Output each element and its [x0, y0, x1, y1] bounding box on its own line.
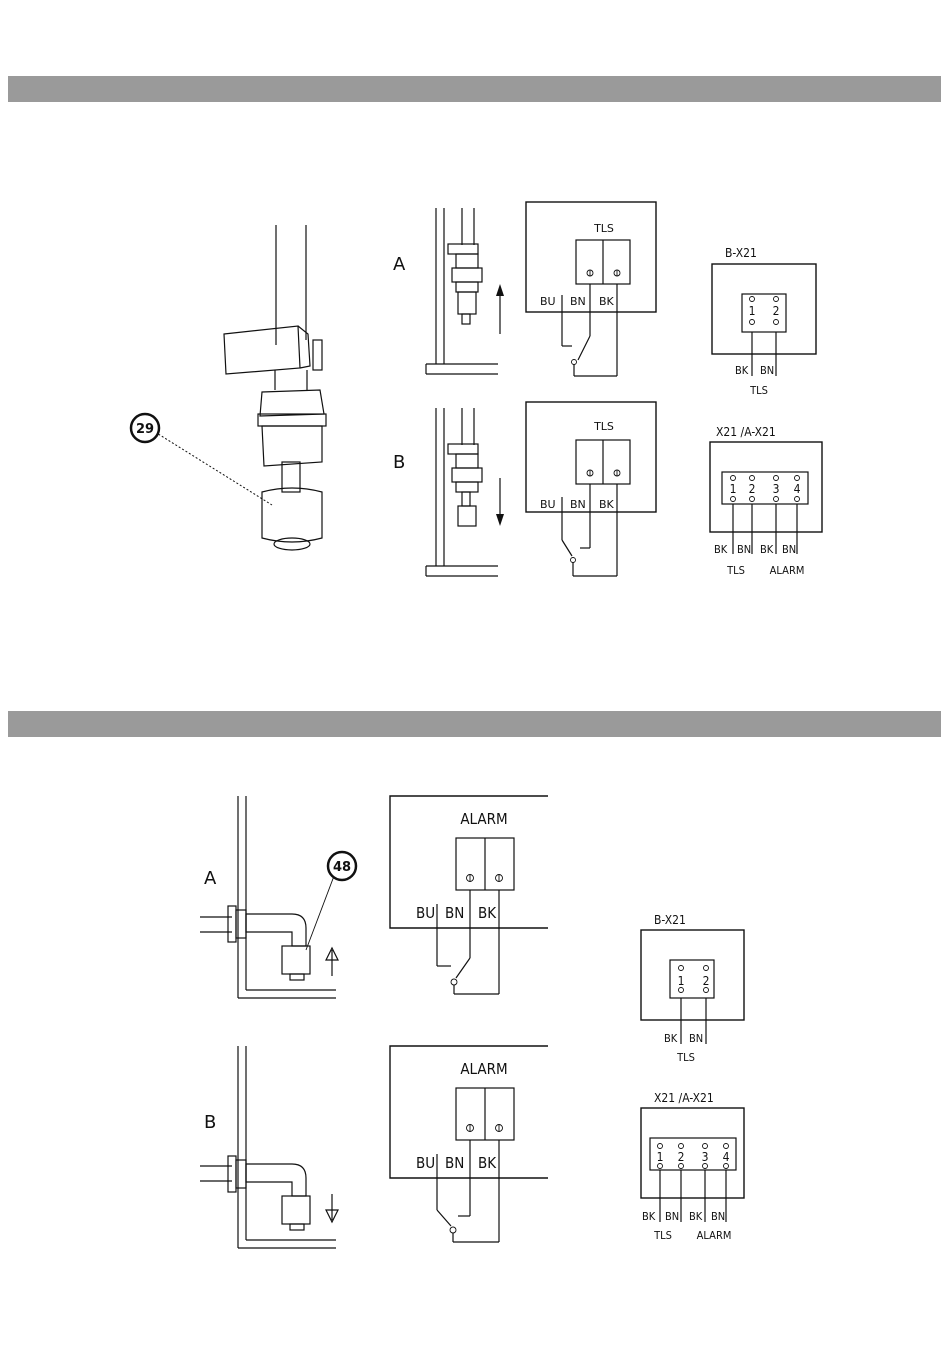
diagram-label: BN — [760, 364, 774, 377]
alarm-wiring-a: ALARM BU BN BK — [390, 796, 548, 994]
panel-letter-b-2: B — [204, 1112, 216, 1133]
diagram-label: X21 /A-X21 — [716, 425, 776, 439]
diagram-label: BK — [599, 498, 615, 511]
diagram-label: 2 — [703, 974, 710, 988]
diagram-label: BK — [689, 1210, 703, 1223]
float-mount-a — [426, 208, 504, 374]
diagram-label: BU — [540, 498, 556, 511]
diagram-label: BN — [665, 1210, 679, 1223]
float-mount-b-2 — [200, 1046, 338, 1248]
diagram-label: BK — [478, 1154, 497, 1172]
diagram-label: BK — [735, 364, 749, 377]
diagram-label: TLS — [749, 384, 768, 397]
diagram-label: 2 — [678, 1150, 685, 1164]
panel-letter-a-2: A — [204, 868, 217, 889]
diagram-label: BU — [416, 1154, 435, 1172]
diagram-label: 1 — [730, 482, 737, 496]
diagram-label: TLS — [676, 1051, 695, 1064]
diagram-label: BN — [737, 543, 751, 556]
diagram-label: BK — [599, 295, 615, 308]
float-mount-a-2 — [200, 796, 338, 998]
diagram-label: 2 — [749, 482, 756, 496]
float-switch-drawing-29 — [155, 225, 326, 550]
diagram-label: BK — [664, 1032, 678, 1045]
diagram-label: 1 — [657, 1150, 664, 1164]
switch-title: TLS — [593, 420, 614, 433]
terminal-b-x21-2: B-X21 1 2 BK BN TLS — [641, 913, 744, 1064]
diagram-label: B-X21 — [725, 246, 757, 260]
diagram-label: BN — [445, 1154, 464, 1172]
float-mount-b — [426, 408, 504, 576]
alarm-wiring-b: ALARM BU BN BK — [390, 1046, 548, 1242]
callout-29: 29 — [131, 414, 159, 442]
switch-title: TLS — [593, 222, 614, 235]
callout-48: 48 — [328, 852, 356, 880]
diagram-label: TLS — [726, 564, 745, 577]
diagram-label: 1 — [678, 974, 685, 988]
terminal-b-x21: B-X21 1 2 BK BN TLS — [712, 246, 816, 397]
diagram-label: BN — [689, 1032, 703, 1045]
switch-title: ALARM — [460, 1060, 507, 1078]
diagram-label: 3 — [773, 482, 780, 496]
diagram-label: BK — [714, 543, 728, 556]
diagram-label: ALARM — [770, 564, 805, 577]
tls-wiring-b: TLS BU BN BK — [526, 402, 656, 576]
diagram-label: 48 — [333, 860, 351, 875]
diagram-label: BN — [570, 295, 586, 308]
diagram-label: BU — [540, 295, 556, 308]
diagram-label: BN — [445, 904, 464, 922]
diagram-label: 4 — [794, 482, 801, 496]
switch-title: ALARM — [460, 810, 507, 828]
diagram-label: TLS — [653, 1229, 672, 1242]
diagram-label: X21 /A-X21 — [654, 1091, 714, 1105]
diagram-label: 1 — [749, 304, 756, 318]
terminal-x21: X21 /A-X21 1 2 3 4 BK BN BK BN TLS ALARM — [710, 425, 822, 577]
diagram-label: ALARM — [697, 1229, 732, 1242]
diagram-label: BK — [760, 543, 774, 556]
diagram-label: B-X21 — [654, 913, 686, 927]
tls-wiring-a: TLS BU BN BK — [526, 202, 656, 376]
diagram-label: 3 — [702, 1150, 709, 1164]
diagram-label: BK — [478, 904, 497, 922]
panel-letter-a: A — [393, 254, 406, 275]
diagram-label: BN — [570, 498, 586, 511]
diagram-label: 29 — [136, 422, 154, 437]
diagram-label: 4 — [723, 1150, 730, 1164]
terminal-x21-2: X21 /A-X21 1 2 3 4 BK BN BK BN TLS ALARM — [641, 1091, 744, 1242]
panel-letter-b: B — [393, 452, 405, 473]
diagram-label: BN — [711, 1210, 725, 1223]
diagram-label: BU — [416, 904, 435, 922]
diagram-label: BK — [642, 1210, 656, 1223]
diagram-label: BN — [782, 543, 796, 556]
diagram-label: 2 — [773, 304, 780, 318]
